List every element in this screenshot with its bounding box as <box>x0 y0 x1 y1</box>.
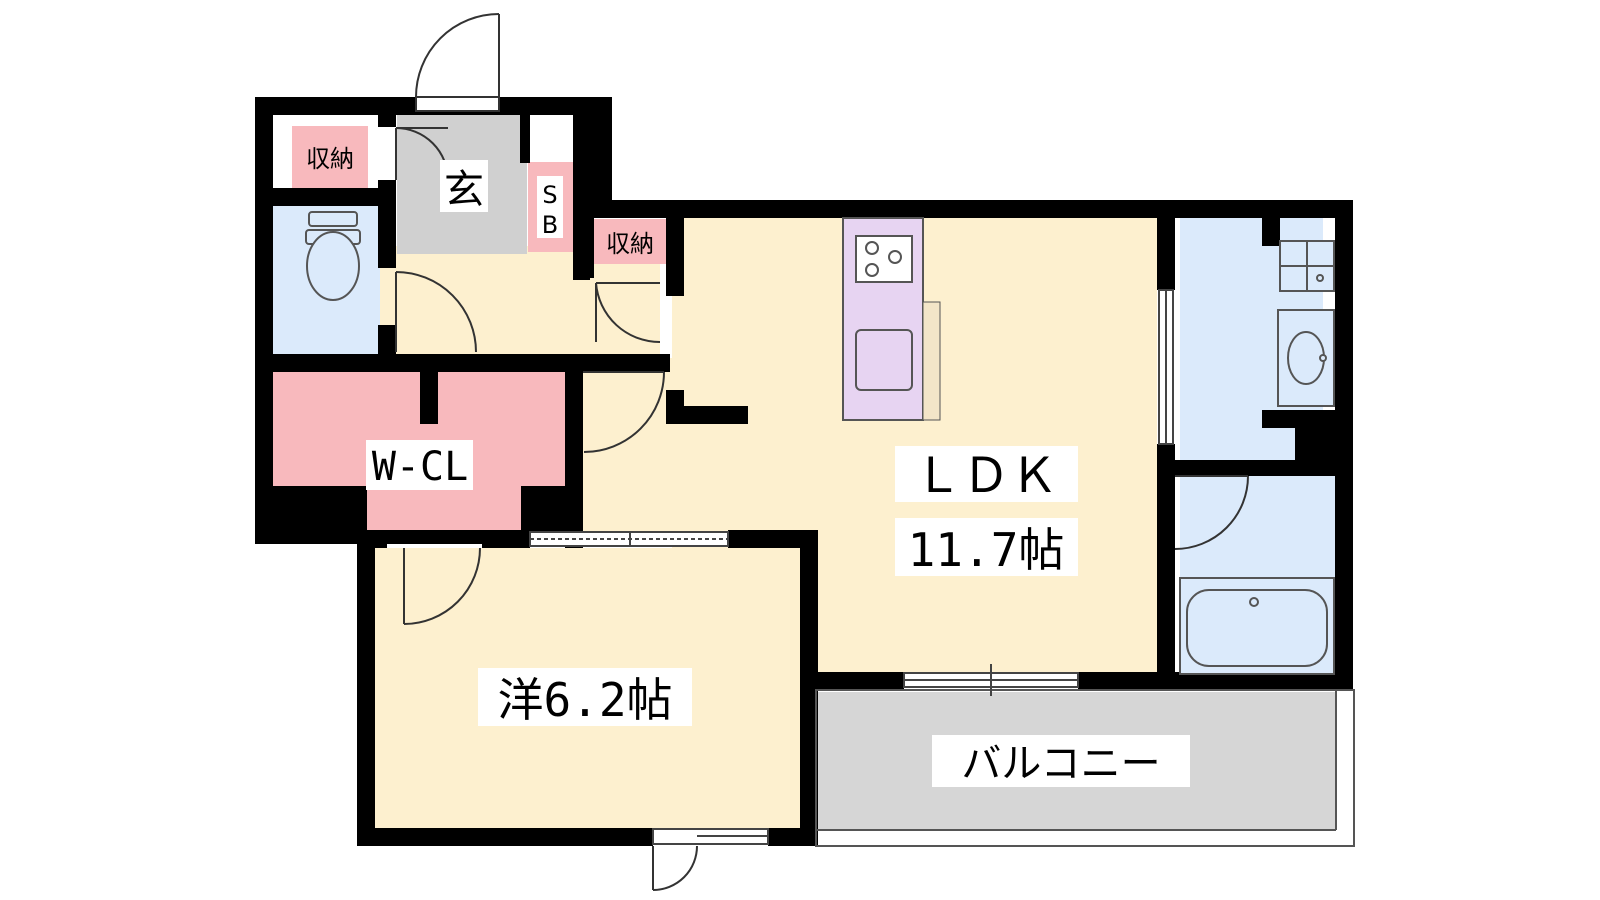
shoe-box-label-b: B <box>542 211 558 239</box>
hallway-floor <box>378 246 660 358</box>
storage-left-area <box>292 126 368 189</box>
western-room-label: 洋6.2帖 <box>497 673 672 727</box>
walk-in-closet-label: W-CL <box>372 444 468 490</box>
balcony-outline <box>815 689 1355 847</box>
kitchen-counter <box>842 217 941 421</box>
bathtub-fixture <box>1179 577 1335 675</box>
ldk-label: ＬＤＫ <box>914 448 1058 504</box>
shoe-box-label-s: S <box>542 181 557 209</box>
storage-hall-label: 収納 <box>606 230 654 258</box>
washbasin-fixture <box>1277 240 1335 407</box>
toilet-fixture <box>305 211 361 301</box>
windows <box>529 289 1174 845</box>
walk-in-closet-area-lower <box>365 486 521 530</box>
storage-hall-area <box>590 219 668 264</box>
entrance-label: 玄 <box>444 167 484 213</box>
storage-left-label: 収納 <box>306 145 354 173</box>
doors <box>395 13 1249 891</box>
ldk-size-label: 11.7帖 <box>908 523 1065 577</box>
balcony-label: バルコニー <box>961 741 1160 787</box>
ldk-lower-floor <box>580 358 820 540</box>
